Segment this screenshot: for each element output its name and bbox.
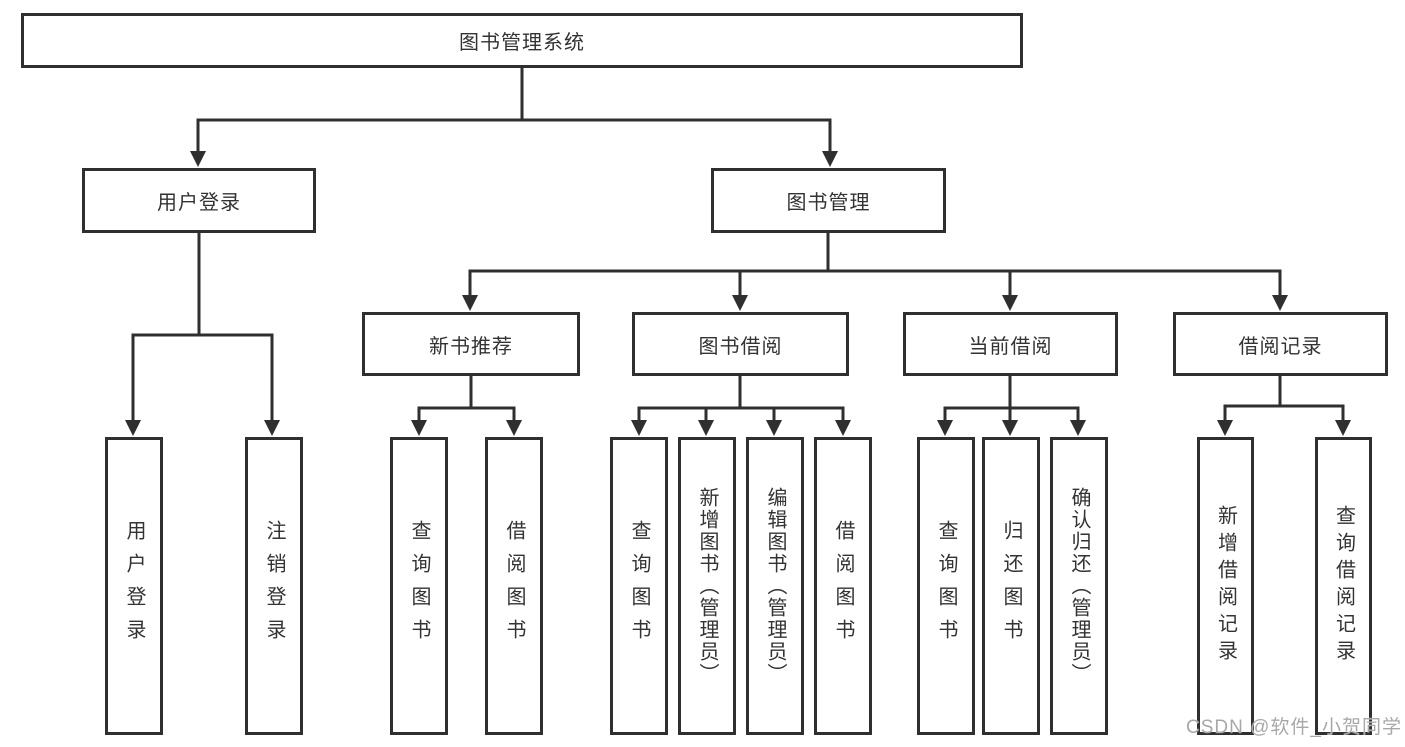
leaf-label: 查询图书 — [628, 520, 650, 652]
leaf-logout: 注销登录 — [245, 437, 303, 735]
arrowhead-icon — [190, 151, 206, 167]
leaf-query-books: 查询图书 — [610, 437, 668, 735]
node-library-management-system: 图书管理系统 — [21, 13, 1023, 68]
arrowhead-icon — [766, 420, 782, 436]
node-label: 借阅记录 — [1238, 335, 1323, 358]
leaf-query-books: 查询图书 — [917, 437, 975, 735]
arrowhead-icon — [462, 295, 478, 311]
leaf-borrow-books: 借阅图书 — [814, 437, 872, 735]
arrowhead-icon — [264, 420, 280, 436]
connector-login-to-leaves — [131, 333, 274, 424]
arrowhead-icon — [1070, 420, 1086, 436]
leaf-label: 查询图书 — [408, 520, 430, 652]
node-book-borrowing: 图书借阅 — [632, 312, 849, 376]
node-label: 图书借阅 — [698, 335, 783, 358]
leaf-query-books: 查询图书 — [390, 437, 448, 735]
leaf-label: 借阅图书 — [832, 520, 854, 652]
arrowhead-icon — [822, 151, 838, 167]
leaf-return-book: 归还图书 — [982, 437, 1040, 735]
leaf-add-borrow-record: 新增借阅记录 — [1197, 437, 1254, 735]
connector-root-to-level1 — [196, 118, 832, 156]
arrowhead-icon — [732, 295, 748, 311]
arrowhead-icon — [835, 420, 851, 436]
leaf-label: 确认归还（管理员） — [1068, 487, 1090, 685]
arrowhead-icon — [1272, 295, 1288, 311]
leaf-add-book-admin: 新增图书（管理员） — [678, 437, 736, 735]
arrowhead-icon — [1002, 420, 1018, 436]
arrowhead-icon — [506, 420, 522, 436]
leaf-label: 新增借阅记录 — [1214, 505, 1237, 667]
arrowhead-icon — [411, 420, 427, 436]
arrowhead-icon — [698, 420, 714, 436]
leaf-label: 编辑图书（管理员） — [764, 487, 786, 685]
node-label: 图书管理系统 — [459, 32, 585, 54]
node-book-management: 图书管理 — [711, 168, 946, 233]
node-new-book-recommendation: 新书推荐 — [362, 312, 580, 376]
connector-recommend-to-leaves — [417, 406, 516, 424]
csdn-watermark: CSDN @软件_小贺同学 — [1186, 717, 1402, 738]
leaf-label: 注销登录 — [263, 520, 285, 652]
arrowhead-icon — [631, 420, 647, 436]
arrowhead-icon — [125, 420, 141, 436]
node-borrowing-records: 借阅记录 — [1173, 312, 1388, 376]
arrowhead-icon — [1217, 420, 1233, 436]
leaf-label: 用户登录 — [123, 520, 145, 652]
leaf-label: 新增图书（管理员） — [696, 487, 718, 685]
node-user-login: 用户登录 — [82, 168, 316, 233]
arrowhead-icon — [937, 420, 953, 436]
arrowheads — [125, 151, 1351, 436]
connector-management-to-level2 — [468, 269, 1282, 299]
node-current-borrowing: 当前借阅 — [903, 312, 1118, 376]
leaf-confirm-return-admin: 确认归还（管理员） — [1050, 437, 1108, 735]
arrowhead-icon — [1335, 420, 1351, 436]
leaf-query-borrow-record: 查询借阅记录 — [1315, 437, 1372, 735]
leaf-edit-book-admin: 编辑图书（管理员） — [746, 437, 804, 735]
leaf-label: 借阅图书 — [503, 520, 525, 652]
node-label: 当前借阅 — [968, 335, 1053, 358]
leaf-label: 查询借阅记录 — [1332, 505, 1355, 667]
node-label: 新书推荐 — [429, 335, 513, 358]
leaf-label: 归还图书 — [1000, 520, 1022, 652]
node-label: 图书管理 — [786, 192, 871, 214]
arrowhead-icon — [1002, 295, 1018, 311]
connector-records-to-leaves — [1223, 404, 1345, 424]
leaf-borrow-books: 借阅图书 — [485, 437, 543, 735]
node-label: 用户登录 — [157, 192, 241, 214]
connector-borrowing-to-leaves — [637, 406, 845, 424]
leaf-label: 查询图书 — [935, 520, 957, 652]
leaf-user-login: 用户登录 — [105, 437, 163, 735]
